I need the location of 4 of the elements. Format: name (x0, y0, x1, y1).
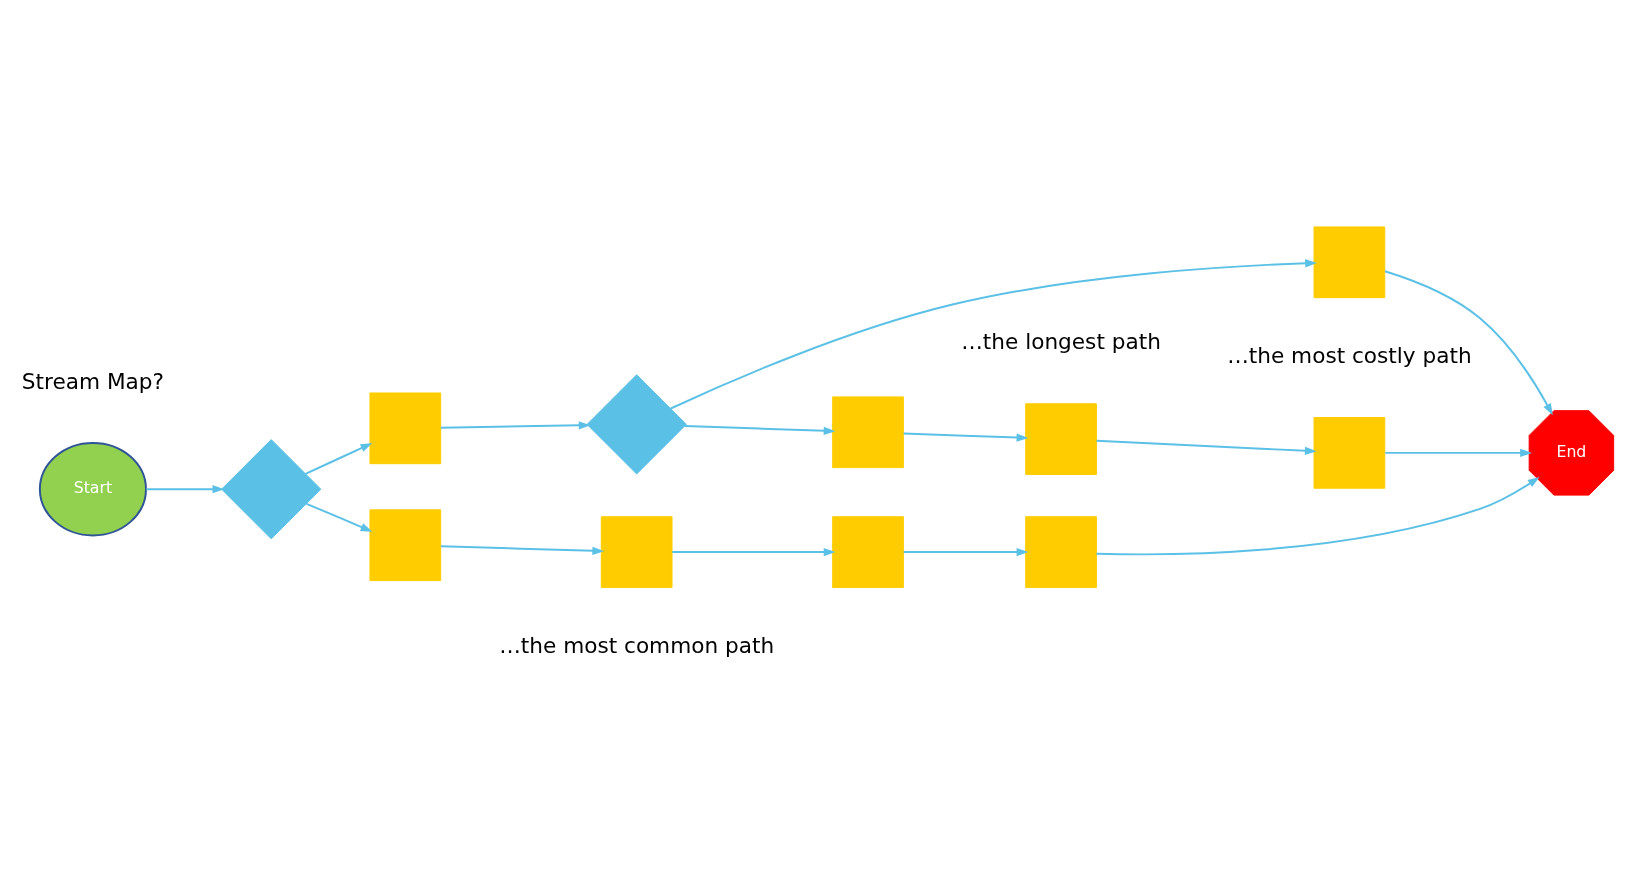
label: Stream Map? (21, 368, 164, 394)
label: …the most common path (499, 632, 775, 658)
label: …the longest path (961, 328, 1161, 354)
label: …the most costly path (1227, 342, 1472, 368)
